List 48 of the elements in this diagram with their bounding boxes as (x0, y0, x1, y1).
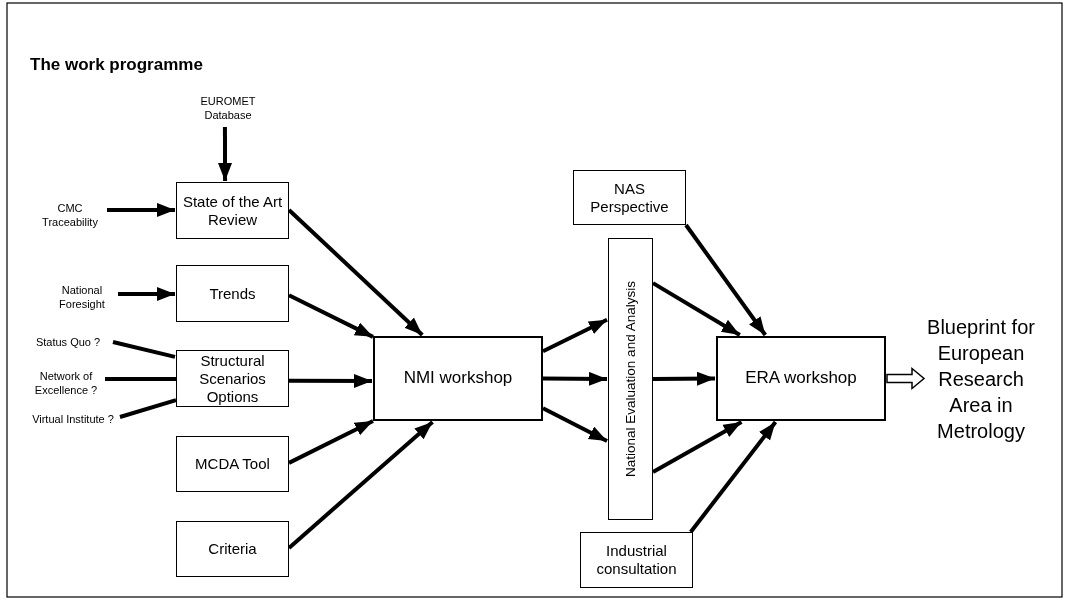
box-label: NAS Perspective (589, 179, 670, 216)
input-label: Virtual Institute ? (32, 413, 114, 427)
box-label: MCDA Tool (195, 455, 270, 473)
arrow (287, 208, 424, 337)
process-box (573, 170, 686, 225)
workshop-box (373, 336, 543, 421)
box-label: State of the Art Review (181, 192, 284, 229)
box-label: Criteria (208, 540, 257, 558)
process-box (176, 350, 289, 407)
arrow (287, 420, 434, 550)
arrow (684, 223, 767, 337)
box-label: National Evaluation and Analysis (622, 280, 639, 479)
input-label: National Foresight (58, 284, 106, 312)
arrow (651, 281, 741, 337)
input-label: CMC Traceability (41, 202, 99, 230)
arrow (288, 293, 374, 339)
connector-line (112, 340, 176, 359)
process-box (176, 265, 289, 322)
input-label: EUROMET Database (199, 95, 257, 123)
arrow (653, 371, 715, 386)
arrow (543, 371, 607, 386)
arrow (107, 202, 175, 217)
process-box (176, 521, 289, 577)
process-bar (608, 238, 653, 520)
process-box (176, 182, 289, 239)
outcome-text: Blueprint for European Research Area in Metrology (926, 315, 1036, 444)
input-label: Status Quo ? (35, 336, 101, 350)
box-label: Structural Scenarios Options (198, 351, 267, 406)
arrow (218, 127, 232, 181)
box-label: NMI workshop (403, 368, 513, 389)
block-arrow (886, 366, 926, 391)
connector-line (119, 398, 177, 419)
workshop-box (716, 336, 886, 421)
box-label: Industrial consultation (595, 542, 678, 578)
connector-line (105, 376, 176, 382)
arrow (652, 420, 743, 474)
process-box (176, 436, 289, 492)
input-label: Network of Excellence ? (33, 370, 99, 398)
box-label: ERA workshop (745, 368, 857, 389)
process-box (580, 532, 693, 588)
arrow (288, 419, 374, 465)
diagram-title: The work programme (30, 55, 203, 75)
arrow (542, 406, 608, 443)
box-label: Trends (209, 284, 256, 303)
arrow (542, 318, 608, 354)
arrow (289, 374, 372, 388)
arrow (118, 287, 175, 302)
arrow (689, 420, 778, 534)
